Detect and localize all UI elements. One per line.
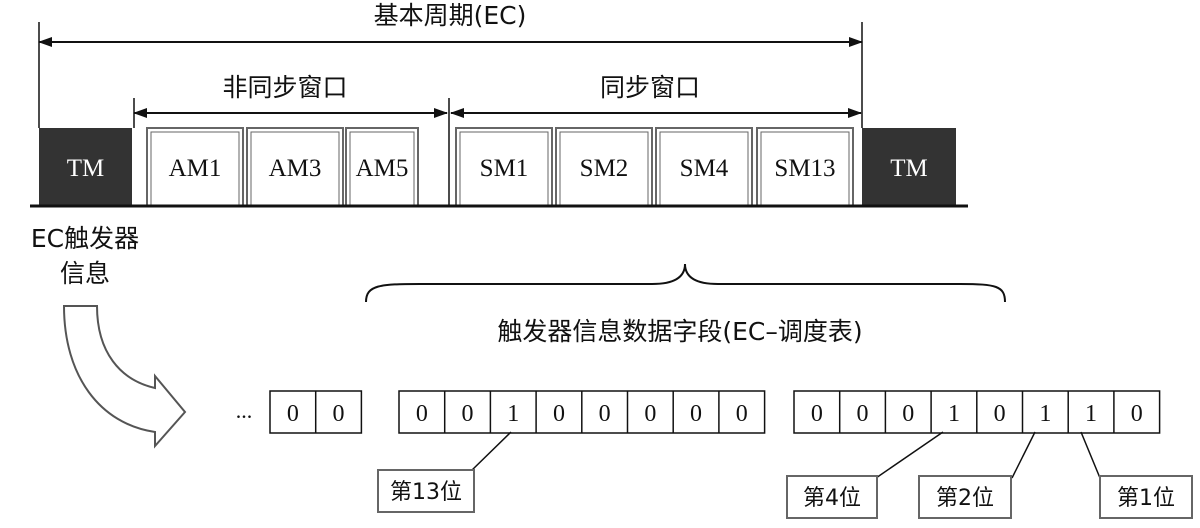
field-brace	[365, 263, 1006, 303]
bit-value: 0	[736, 401, 748, 427]
callout-label-bit4: 第4位	[803, 486, 861, 511]
slot-label-am1: AM1	[169, 155, 222, 182]
ellipsis: ...	[236, 398, 253, 423]
bit-value: 0	[553, 401, 565, 427]
callout-line-bit2	[1011, 431, 1036, 479]
slot-box-sm1	[455, 127, 553, 207]
slot-box-tm	[862, 128, 956, 206]
bit-value: 1	[507, 401, 519, 427]
bit-value: 0	[902, 401, 914, 427]
callout-box-bit4	[786, 475, 878, 519]
async-window-label: 非同步窗口	[222, 73, 347, 102]
curved-arrow-icon	[62, 305, 187, 449]
trigger-info-line1: EC触发器	[31, 224, 139, 253]
bit-value: 0	[462, 401, 474, 427]
slot-box-sm4	[655, 127, 753, 207]
slot-row: TM AM1 AM3 AM5 SM1 SM2 SM4 SM13 TM	[39, 127, 956, 207]
callout-line-bit1	[1080, 431, 1101, 479]
bit-value: 0	[599, 401, 611, 427]
trigger-info-line2: 信息	[60, 259, 110, 288]
field-label: 触发器信息数据字段(EC–调度表)	[497, 317, 862, 346]
callout-box-bit1	[1099, 475, 1193, 519]
bit-value: 0	[690, 401, 702, 427]
bit-value: 0	[811, 401, 823, 427]
bit-groups: 0 0 0 0 1 0 0 0 0 0 0 0 0 1 0 1 1 0	[269, 390, 1161, 434]
callout-line-bit4	[875, 431, 944, 479]
bit-value: 0	[644, 401, 656, 427]
bit-value: 0	[1131, 401, 1143, 427]
callout-line-bit13	[469, 431, 512, 473]
slot-label-sm4: SM4	[680, 155, 729, 182]
slot-box-am1	[146, 127, 244, 207]
slot-label-sm13: SM13	[774, 155, 835, 182]
bit-value: 1	[1085, 401, 1097, 427]
bit-value: 0	[287, 401, 299, 427]
bit-value: 0	[857, 401, 869, 427]
slot-box-tm	[39, 128, 132, 206]
slot-label-sm1: SM1	[480, 155, 529, 182]
bit-value: 0	[994, 401, 1006, 427]
slot-box-am5	[345, 127, 419, 207]
bit-value: 0	[333, 401, 345, 427]
bit-value: 0	[416, 401, 428, 427]
slot-label-tm: TM	[67, 155, 105, 182]
callout-label-bit1: 第1位	[1117, 486, 1175, 511]
callout-label-bit2: 第2位	[936, 486, 994, 511]
slot-box-sm13	[756, 127, 854, 207]
slot-label-am3: AM3	[269, 155, 322, 182]
period-title: 基本周期(EC)	[374, 1, 527, 30]
bit-value: 1	[948, 401, 960, 427]
callout-box-bit13	[377, 469, 475, 513]
callout-box-bit2	[918, 475, 1012, 519]
slot-box-am3	[246, 127, 344, 207]
slot-label-am5: AM5	[356, 155, 409, 182]
slot-label-tm: TM	[890, 155, 928, 182]
callout-label-bit13: 第13位	[390, 480, 462, 505]
bit-value: 1	[1039, 401, 1051, 427]
sync-window-label: 同步窗口	[600, 73, 700, 102]
slot-box-sm2	[555, 127, 653, 207]
slot-label-sm2: SM2	[580, 155, 629, 182]
